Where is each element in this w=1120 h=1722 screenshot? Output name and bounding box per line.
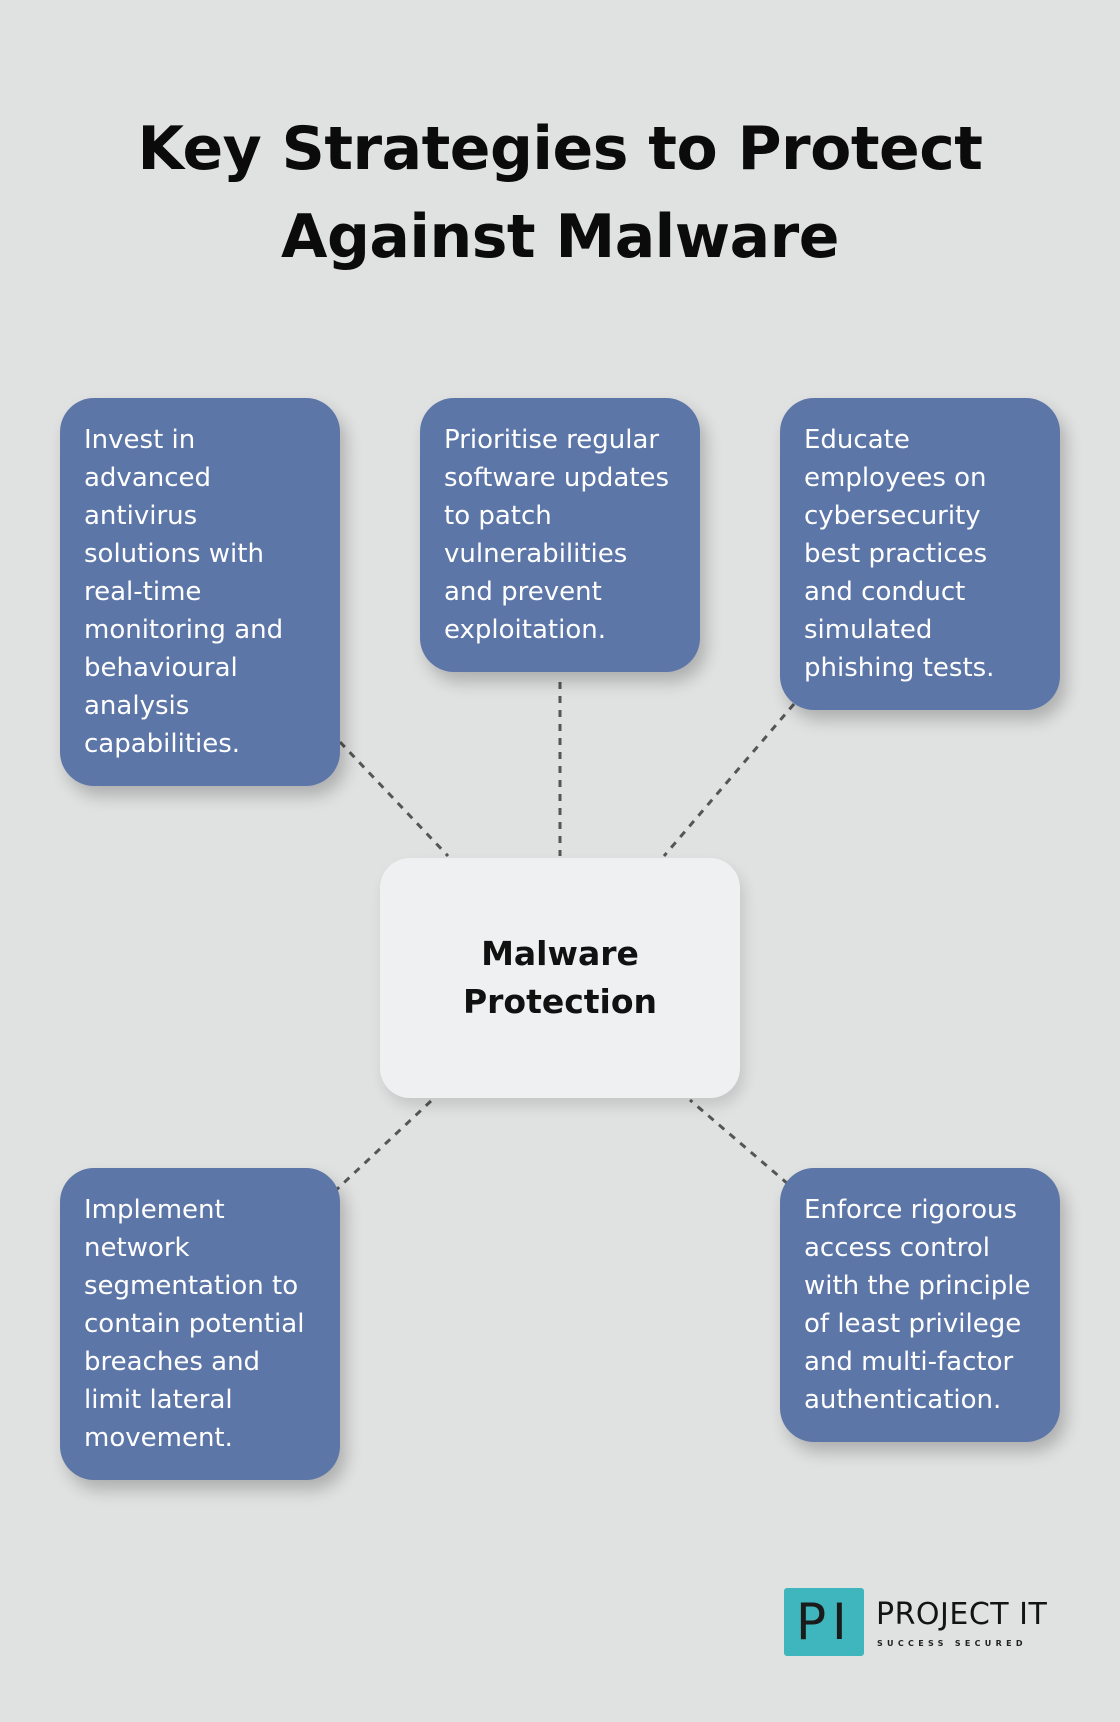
strategy-card-segmentation: Implement network segmentation to contai… [60,1168,340,1480]
central-topic-box: Malware Protection [380,858,740,1098]
strategy-card-updates: Prioritise regular software updates to p… [420,398,700,672]
title-line-1: Key Strategies to Protect [137,114,984,184]
connector-strategy-3 [662,703,796,857]
logo-mark-icon: P I [784,1588,864,1656]
central-topic-line-2: Protection [462,982,658,1021]
logo-tagline: SUCCESS SECURED [877,1639,1027,1648]
strategy-text: Educate employees on cybersecurity best … [804,425,995,683]
strategy-text: Implement network segmentation to contai… [84,1195,305,1453]
strategy-card-education: Educate employees on cybersecurity best … [780,398,1060,710]
page-title: Key Strategies to Protect Against Malwar… [60,105,1060,281]
strategy-text: Invest in advanced antivirus solutions w… [84,425,284,759]
strategy-text: Enforce rigorous access control with the… [804,1195,1031,1415]
logo-mark-letter-p: P [796,1593,827,1651]
brand-logo: P I PROJECT IT SUCCESS SECURED [784,1588,1064,1656]
connector-strategy-1 [338,740,450,858]
strategy-text: Prioritise regular software updates to p… [444,425,670,645]
connector-strategy-5 [689,1098,789,1186]
strategy-card-antivirus: Invest in advanced antivirus solutions w… [60,398,340,786]
logo-mark-letter-i: I [832,1593,847,1651]
logo-name: PROJECT IT [876,1597,1048,1632]
strategy-card-access-control: Enforce rigorous access control with the… [780,1168,1060,1442]
central-topic-line-1: Malware [481,934,639,973]
title-line-2: Against Malware [281,202,839,272]
connector-strategy-4 [332,1098,434,1194]
